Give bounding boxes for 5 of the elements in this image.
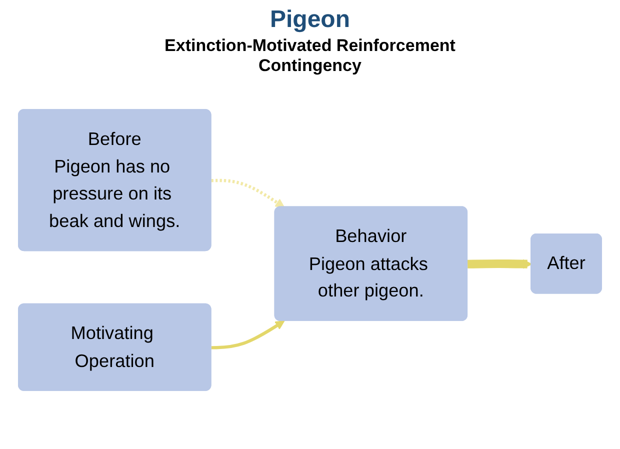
arrow: [467, 259, 532, 269]
arrow: [211, 178, 285, 208]
arrow: [211, 320, 285, 350]
subtitle: Extinction-Motivated Reinforcement Contingency: [164, 36, 456, 76]
diagram-title: Pigeon: [268, 6, 351, 34]
